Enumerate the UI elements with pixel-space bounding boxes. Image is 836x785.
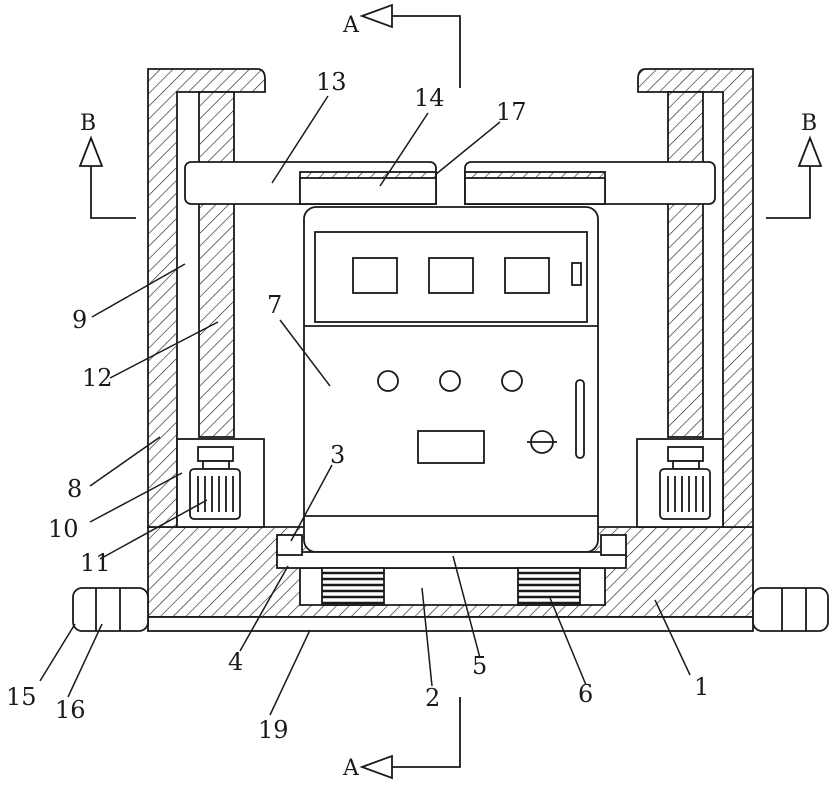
slider-block-left	[277, 535, 302, 555]
label-12: 12	[82, 364, 113, 392]
spring-right	[518, 568, 580, 605]
section-label-a-top: A	[342, 13, 360, 38]
label-17: 17	[496, 98, 527, 126]
label-7: 7	[267, 291, 282, 319]
label-9: 9	[72, 306, 87, 334]
electrical-cabinet	[304, 207, 598, 552]
support-plate	[277, 552, 626, 568]
label-14: 14	[414, 84, 445, 112]
label-13: 13	[316, 68, 347, 96]
label-16: 16	[55, 696, 86, 724]
label-11: 11	[80, 549, 111, 577]
label-2: 2	[425, 684, 440, 712]
label-19: 19	[258, 716, 289, 744]
section-label-b-left: B	[80, 111, 96, 136]
slider-block-right	[601, 535, 626, 555]
right-motor-assembly	[637, 439, 723, 527]
section-mark-a-bottom	[362, 697, 460, 778]
left-motor-assembly	[177, 439, 264, 527]
label-6: 6	[578, 680, 593, 708]
section-mark-b-left	[80, 138, 136, 218]
right-wheel	[753, 588, 828, 631]
right-screw	[668, 92, 703, 437]
section-label-a-bottom: A	[342, 756, 360, 781]
section-label-b-right: B	[801, 111, 817, 136]
label-10: 10	[48, 515, 79, 543]
left-screw	[199, 92, 234, 437]
label-8: 8	[67, 475, 82, 503]
label-3: 3	[330, 441, 345, 469]
left-wheel	[73, 588, 148, 631]
section-mark-a-top	[362, 5, 460, 88]
spring-left	[322, 568, 384, 605]
label-5: 5	[472, 652, 487, 680]
label-4: 4	[228, 648, 243, 676]
base-bottom-strip	[148, 617, 753, 631]
label-15: 15	[6, 683, 37, 711]
section-mark-b-right	[766, 138, 821, 218]
label-1: 1	[694, 673, 709, 701]
